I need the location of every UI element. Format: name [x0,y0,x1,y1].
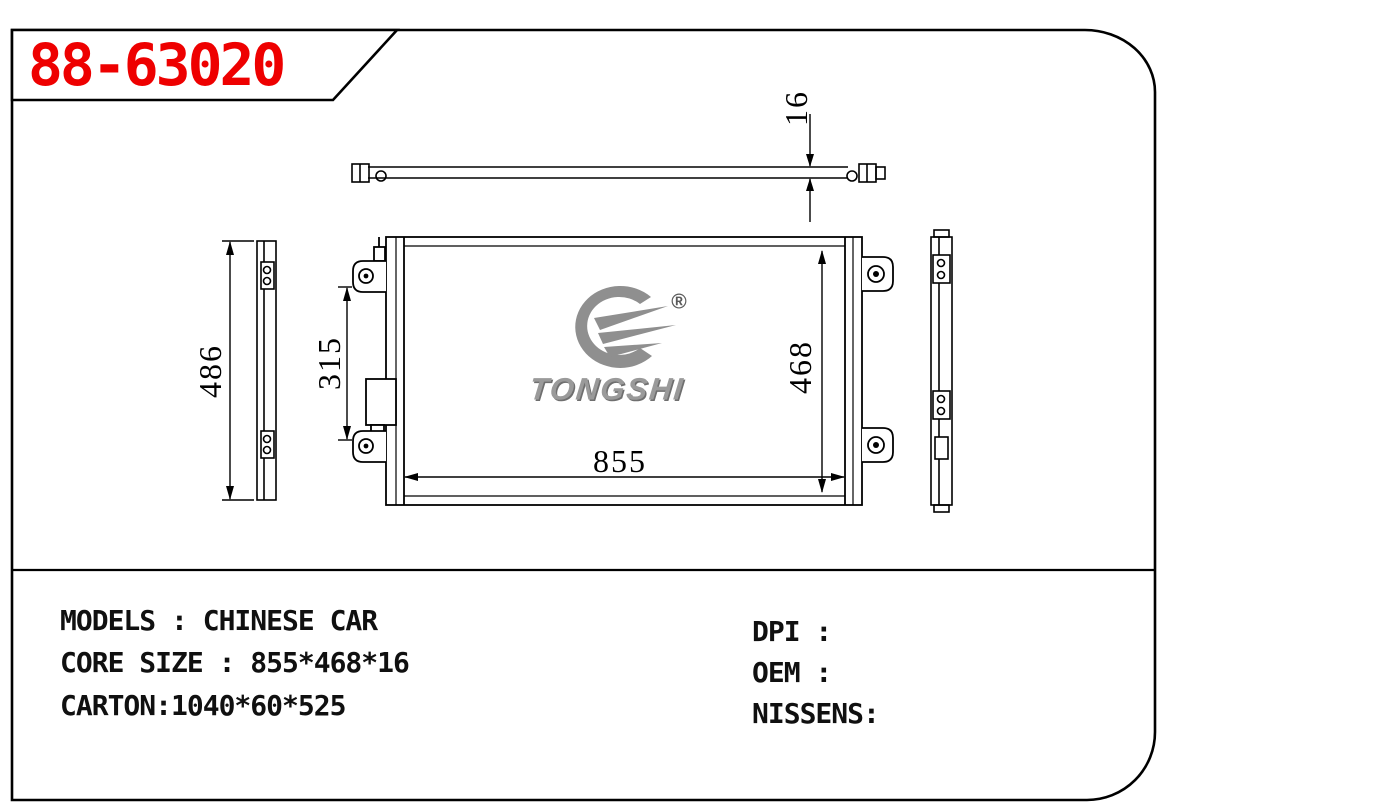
dim-thickness-text: 16 [778,90,814,126]
spec-dpi: DPI : [752,615,832,648]
spec-oem: OEM : [752,656,832,689]
dim-left-height-text: 486 [192,344,228,398]
dim-core-height-text: 468 [782,340,818,394]
logo-wordmark: TONGSHI [527,371,687,407]
dimension-core-height-lines [818,250,826,493]
right-side-view [930,229,953,513]
dimension-core-width-lines [404,473,845,481]
dimension-left-height-lines [222,240,254,501]
dimension-bracket-span-lines [338,286,352,441]
spec-core-size: CORE SIZE : 855*468*16 [60,646,410,679]
inlet-fitting [373,246,386,262]
top-view [351,163,886,183]
logo-bird-icon [575,285,676,368]
dimension-thickness-lines [806,114,814,222]
receiver-drier [365,378,397,426]
spec-models: MODELS : CHINESE CAR [60,604,378,637]
part-number: 88-63020 [28,31,286,99]
sheet-border [10,28,1157,802]
spec-nissens: NISSENS: [752,697,880,730]
spec-carton: CARTON:1040*60*525 [60,689,346,722]
front-view [352,236,894,506]
registered-trademark-icon: ® [671,290,687,314]
dim-bracket-span-text: 315 [311,336,347,390]
part-number-tab [10,28,400,102]
dim-core-width-text: 855 [593,443,647,479]
mounting-brackets [352,256,894,463]
left-side-view [256,240,277,501]
